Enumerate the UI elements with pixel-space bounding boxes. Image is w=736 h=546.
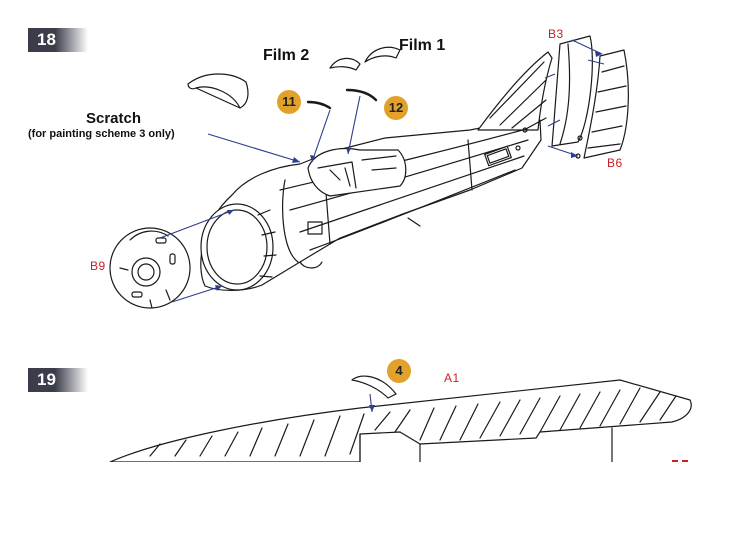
callout-12: 12	[384, 96, 408, 120]
rudder-part-b3	[551, 35, 593, 147]
step-19-badge: 19	[28, 368, 88, 392]
fuselage-drawing	[200, 51, 553, 291]
leader-film-1	[347, 95, 361, 155]
part-label-b6: B6	[607, 156, 623, 170]
callout-4: 4	[387, 359, 411, 383]
page-bottom-margin	[0, 462, 736, 546]
film-1-canopy	[364, 46, 401, 63]
leader-b9-top	[159, 209, 235, 239]
film-1-label: Film 1	[399, 37, 446, 54]
spinner-part-b9	[109, 227, 191, 309]
scratch-canopy	[187, 73, 249, 109]
film-strip-11	[306, 100, 332, 110]
leader-b9-bottom	[171, 285, 223, 303]
scratch-label: Scratch	[86, 110, 142, 127]
film-2-label: Film 2	[263, 47, 310, 64]
part-label-b9: B9	[90, 259, 106, 273]
rudder-part-b6	[575, 49, 629, 159]
scratch-note: (for painting scheme 3 only)	[28, 128, 175, 140]
film-strip-12	[345, 88, 378, 102]
leader-film-2	[311, 109, 331, 163]
part-label-a1: A1	[444, 371, 460, 385]
callout-11: 11	[277, 90, 301, 114]
part-label-b3: B3	[548, 27, 564, 41]
film-2-canopy	[329, 57, 361, 71]
leader-scratch	[207, 133, 301, 163]
wing-drawing	[109, 375, 692, 463]
step-18-badge: 18	[28, 28, 88, 52]
